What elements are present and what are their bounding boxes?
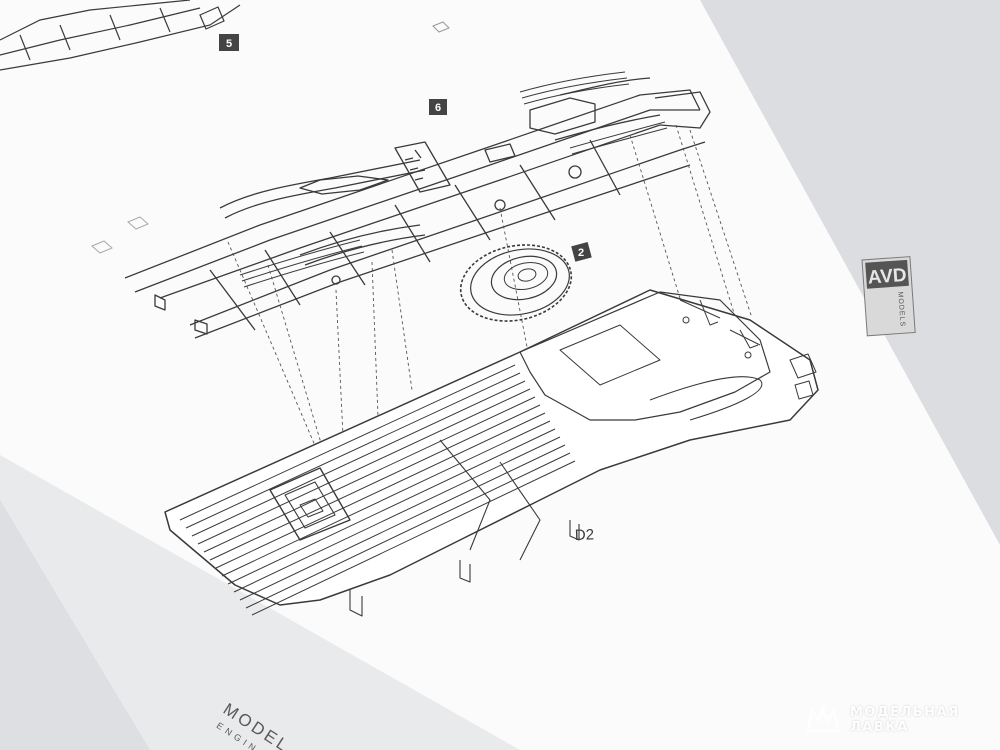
part-d2-label: D2 [575,526,595,544]
small-arrow-mark [432,21,450,33]
chassis-frame-drawing [124,77,711,339]
lower-sheet-corner [0,500,150,750]
crown-icon [806,705,840,733]
step-6-label: 6 [435,102,441,114]
step-5-label: 5 [226,38,232,50]
avd-logo-text: AVD [867,265,907,289]
previous-step-chassis-fragment [0,0,241,71]
part-2-label: 2 [578,247,584,259]
watermark-line1: МОДЕЛЬНАЯ [850,705,960,720]
leaf-springs [239,71,668,288]
small-arrow-marks [91,216,149,254]
avd-logo-subtext: MODELS [896,291,905,327]
step-5-badge: 5 [219,34,239,51]
avd-models-logo: AVD MODELS [861,256,916,337]
watermark-line2: ЛАВКА [850,720,909,735]
spare-wheel-drawing [459,244,573,322]
step-6-badge: 6 [429,99,447,115]
floor-ribs [179,364,576,616]
store-watermark: МОДЕЛЬНАЯ ЛАВКА [804,698,974,742]
watermark-text: МОДЕЛЬНАЯ ЛАВКА [850,705,960,735]
part-2-badge: 2 [571,241,592,262]
